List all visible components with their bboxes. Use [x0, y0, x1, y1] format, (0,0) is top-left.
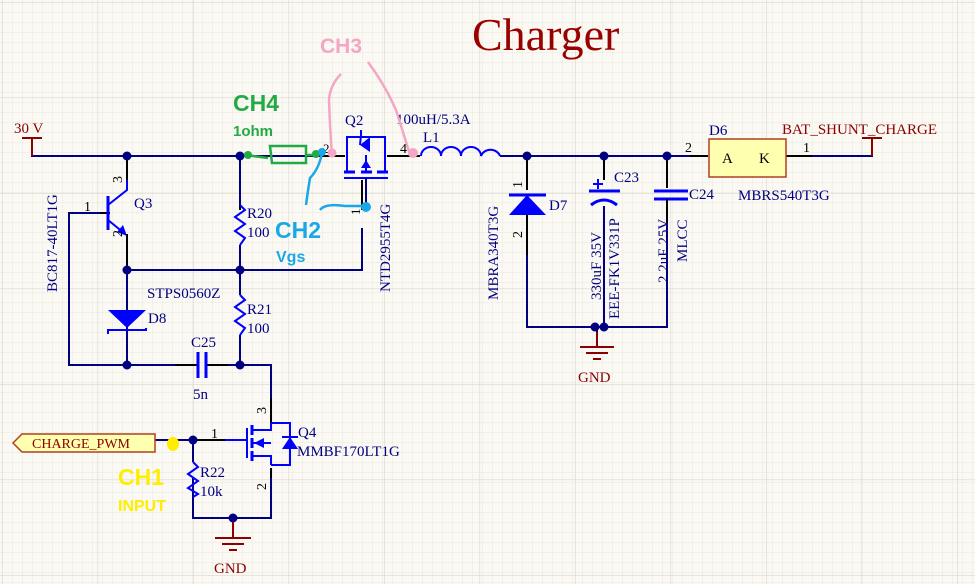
ch4-label: CH4 [233, 90, 279, 116]
junction-dot [522, 151, 532, 161]
c23-ref: C23 [614, 170, 639, 186]
q4-pin3: 3 [255, 407, 270, 414]
q2-pin1: 1 [348, 209, 363, 216]
junction-dot [235, 151, 245, 161]
ch4-sub: 1ohm [233, 123, 273, 140]
capacitor-c24[interactable]: C24 2.2uF 25V MLCC [654, 187, 715, 283]
port-charge-pwm[interactable]: CHARGE_PWM [11, 433, 156, 453]
c23-value: 330uF 35V [589, 232, 605, 300]
power-bat-shunt: BAT_SHUNT_CHARGE [782, 122, 937, 156]
d7-pin2: 2 [511, 231, 526, 238]
d6-ref: D6 [709, 123, 728, 139]
q3-pin3: 3 [111, 176, 126, 183]
junction-dot [122, 151, 132, 161]
gnd-label: GND [578, 370, 611, 386]
junction-dot [662, 151, 672, 161]
c23-part: EEE-FK1V331P [607, 218, 623, 319]
junction-dot [228, 513, 238, 523]
ch2-label: CH2 [275, 217, 321, 243]
q4-ref: Q4 [298, 425, 317, 441]
d6-pin1: 1 [803, 141, 810, 156]
power-30v: 30 V [14, 121, 43, 156]
junction-dot [599, 322, 609, 332]
c25-value: 5n [193, 387, 209, 403]
inductor-l1[interactable]: 100uH/5.3A L1 [396, 112, 501, 157]
d7-ref: D7 [549, 198, 568, 214]
ch1-sub: INPUT [118, 498, 166, 515]
c24-ref: C24 [689, 187, 715, 203]
d7-part: MBRA340T3G [486, 206, 502, 300]
resistor-r21[interactable]: R21 100 [233, 294, 272, 337]
transistor-q3[interactable]: Q3 1 2 3 BC817-40LT1G [45, 176, 152, 292]
resistor-r20[interactable]: R20 100 [233, 204, 272, 246]
c24-part: MLCC [675, 219, 691, 262]
r21-ref: R21 [247, 302, 272, 318]
ch1-label: CH1 [118, 464, 164, 490]
capacitor-c23[interactable]: C23 330uF 35V EEE-FK1V331P [589, 170, 639, 319]
junction-dot [599, 151, 609, 161]
r22-value: 10k [200, 484, 223, 500]
c25-ref: C25 [191, 335, 216, 351]
junction-dot [122, 360, 132, 370]
gnd-output: GND [578, 332, 614, 386]
junctions [122, 151, 672, 523]
ch3-label: CH3 [320, 35, 362, 58]
q2-ref: Q2 [345, 113, 363, 129]
r20-value: 100 [247, 225, 270, 241]
port-label: CHARGE_PWM [32, 437, 131, 452]
probe-ch1: CH1 INPUT [118, 437, 179, 515]
gnd-input: GND [214, 522, 251, 577]
diode-d6[interactable]: A K D6 MBRS540T3G 2 1 [685, 123, 830, 204]
q4-pin1: 1 [211, 427, 218, 442]
power-30v-label: 30 V [14, 121, 43, 137]
q2-pin4: 4 [400, 142, 407, 157]
junction-dot [188, 435, 198, 445]
q3-pin2: 2 [111, 230, 126, 237]
r20-ref: R20 [247, 206, 272, 222]
ch2-sub: Vgs [276, 249, 305, 266]
d6-pin2: 2 [685, 141, 692, 156]
q2-part: NTD2955T4G [378, 204, 394, 292]
gnd-label: GND [214, 561, 247, 577]
d6-cathode: K [759, 151, 770, 167]
resistor-r22[interactable]: R22 10k [186, 461, 225, 500]
junction-dot [235, 360, 245, 370]
q4-part: MMBF170LT1G [297, 444, 400, 460]
q3-ref: Q3 [134, 196, 152, 212]
junction-dot [590, 322, 600, 332]
mosfet-q2[interactable]: Q2 NTD2955T4G 1 2 4 [323, 113, 407, 292]
r21-value: 100 [247, 321, 270, 337]
probe-ch3: CH3 [320, 35, 418, 158]
capacitor-c25[interactable]: C25 5n [175, 335, 228, 403]
r22-ref: R22 [200, 465, 225, 481]
l1-ref: L1 [423, 130, 440, 146]
q3-pin1: 1 [84, 200, 91, 215]
d8-part: STPS0560Z [147, 286, 220, 302]
l1-value: 100uH/5.3A [396, 112, 471, 128]
mosfet-q4[interactable]: Q4 MMBF170LT1G 1 2 3 [211, 407, 400, 490]
d6-part: MBRS540T3G [738, 188, 830, 204]
q3-part: BC817-40LT1G [45, 194, 61, 292]
diode-d7[interactable]: D7 MBRA340T3G 1 2 [486, 181, 568, 300]
sheet-title: Charger [472, 9, 619, 60]
bat-shunt-label: BAT_SHUNT_CHARGE [782, 122, 937, 138]
d6-anode: A [722, 151, 733, 167]
diode-d8[interactable]: D8 STPS0560Z [107, 270, 220, 334]
probe-ch2: CH2 Vgs [275, 147, 371, 266]
junction-dot [235, 265, 245, 275]
c24-value: 2.2uF 25V [656, 219, 672, 283]
q2-pin2: 2 [323, 141, 330, 156]
d7-pin1: 1 [511, 181, 526, 188]
q4-pin2: 2 [255, 483, 270, 490]
d8-ref: D8 [148, 311, 166, 327]
